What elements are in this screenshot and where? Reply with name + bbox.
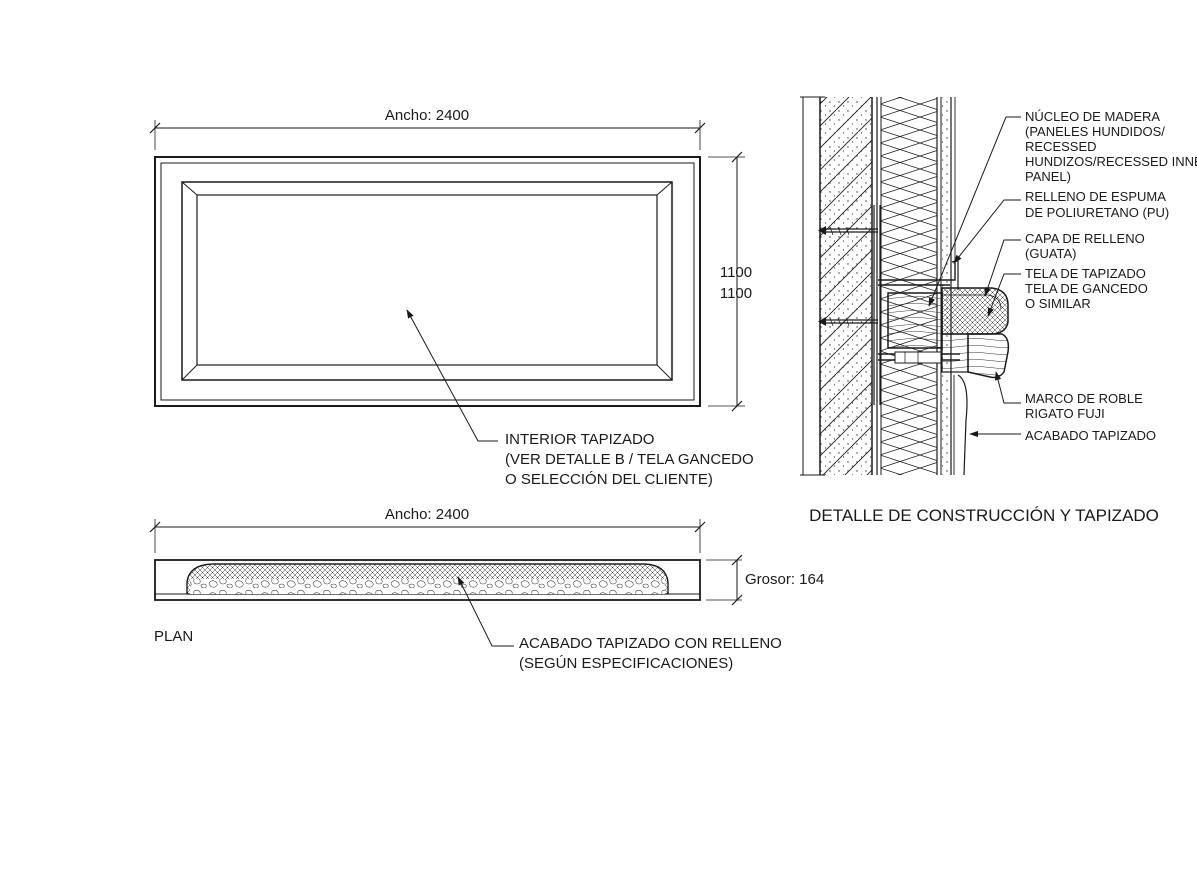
note-fabric-1: TELA DE TAPIZADO — [1025, 266, 1146, 281]
plan-callout-line-2: (SEGÚN ESPECIFICACIONES) — [519, 655, 733, 672]
note-wood-core-4: HUNDIZOS/RECESSED INNER — [1025, 154, 1197, 169]
wood-core — [887, 292, 943, 364]
note-fabric-3: O SIMILAR — [1025, 296, 1091, 311]
detail-notes: NÚCLEO DE MADERA (PANELES HUNDIDOS/ RECE… — [1025, 109, 1197, 443]
note-pu-foam-2: DE POLIURETANO (PU) — [1025, 205, 1169, 220]
note-pu-foam-1: RELLENO DE ESPUMA — [1025, 189, 1166, 204]
note-padding-1: CAPA DE RELLENO — [1025, 231, 1145, 246]
note-wood-core-5: PANEL) — [1025, 169, 1071, 184]
foam-padding — [941, 287, 1009, 335]
note-fabric-2: TELA DE GANCEDO — [1025, 281, 1148, 296]
front-height-label-2: 1100 — [720, 285, 752, 302]
detail-leaders — [928, 116, 1021, 438]
front-height-dimension: 1100 1100 — [708, 151, 752, 412]
front-width-label: Ancho: 2400 — [385, 107, 469, 124]
insulation-layer — [876, 97, 938, 475]
plan-view: Ancho: 2400 Grosor: 164 PLAN ACABADO TAP… — [149, 506, 824, 672]
note-wood-core-1: NÚCLEO DE MADERA — [1025, 109, 1160, 124]
note-padding-2: (GUATA) — [1025, 246, 1077, 261]
note-wood-core-2: (PANELES HUNDIDOS/ — [1025, 124, 1165, 139]
plan-view-label: PLAN — [154, 628, 193, 645]
plan-width-dimension: Ancho: 2400 — [149, 506, 706, 553]
front-height-label-1: 1100 — [720, 264, 752, 281]
note-frame-1: MARCO DE ROBLE — [1025, 391, 1143, 406]
oak-frame — [941, 333, 1010, 379]
front-view: Ancho: 2400 1100 1100 INTERIOR TAPIZ — [149, 107, 754, 488]
note-wood-core-3: RECESSED — [1025, 139, 1097, 154]
front-width-dimension: Ancho: 2400 — [149, 107, 706, 150]
note-frame-2: RIGATO FUJI — [1025, 406, 1105, 421]
interior-callout: INTERIOR TAPIZADO (VER DETALLE B / TELA … — [406, 309, 754, 488]
interior-callout-line-1: INTERIOR TAPIZADO — [505, 431, 654, 448]
detail-title: DETALLE DE CONSTRUCCIÓN Y TAPIZADO — [809, 506, 1159, 525]
plan-thickness-label: Grosor: 164 — [745, 571, 824, 588]
plan-width-label: Ancho: 2400 — [385, 506, 469, 523]
interior-callout-line-3: O SELECCIÓN DEL CLIENTE) — [505, 471, 713, 488]
plan-callout: ACABADO TAPIZADO CON RELLENO (SEGÚN ESPE… — [457, 576, 782, 672]
finish-layers — [940, 97, 968, 476]
panel-front — [154, 156, 701, 407]
construction-detail: NÚCLEO DE MADERA (PANELES HUNDIDOS/ RECE… — [800, 96, 1197, 525]
interior-callout-line-2: (VER DETALLE B / TELA GANCEDO — [505, 451, 754, 468]
anchor-screws — [818, 226, 878, 327]
plan-callout-line-1: ACABADO TAPIZADO CON RELLENO — [519, 635, 782, 652]
panel-section — [154, 559, 701, 601]
concrete-wall — [800, 96, 873, 476]
note-finish-1: ACABADO TAPIZADO — [1025, 428, 1156, 443]
plan-thickness-dimension: Grosor: 164 — [706, 554, 824, 606]
